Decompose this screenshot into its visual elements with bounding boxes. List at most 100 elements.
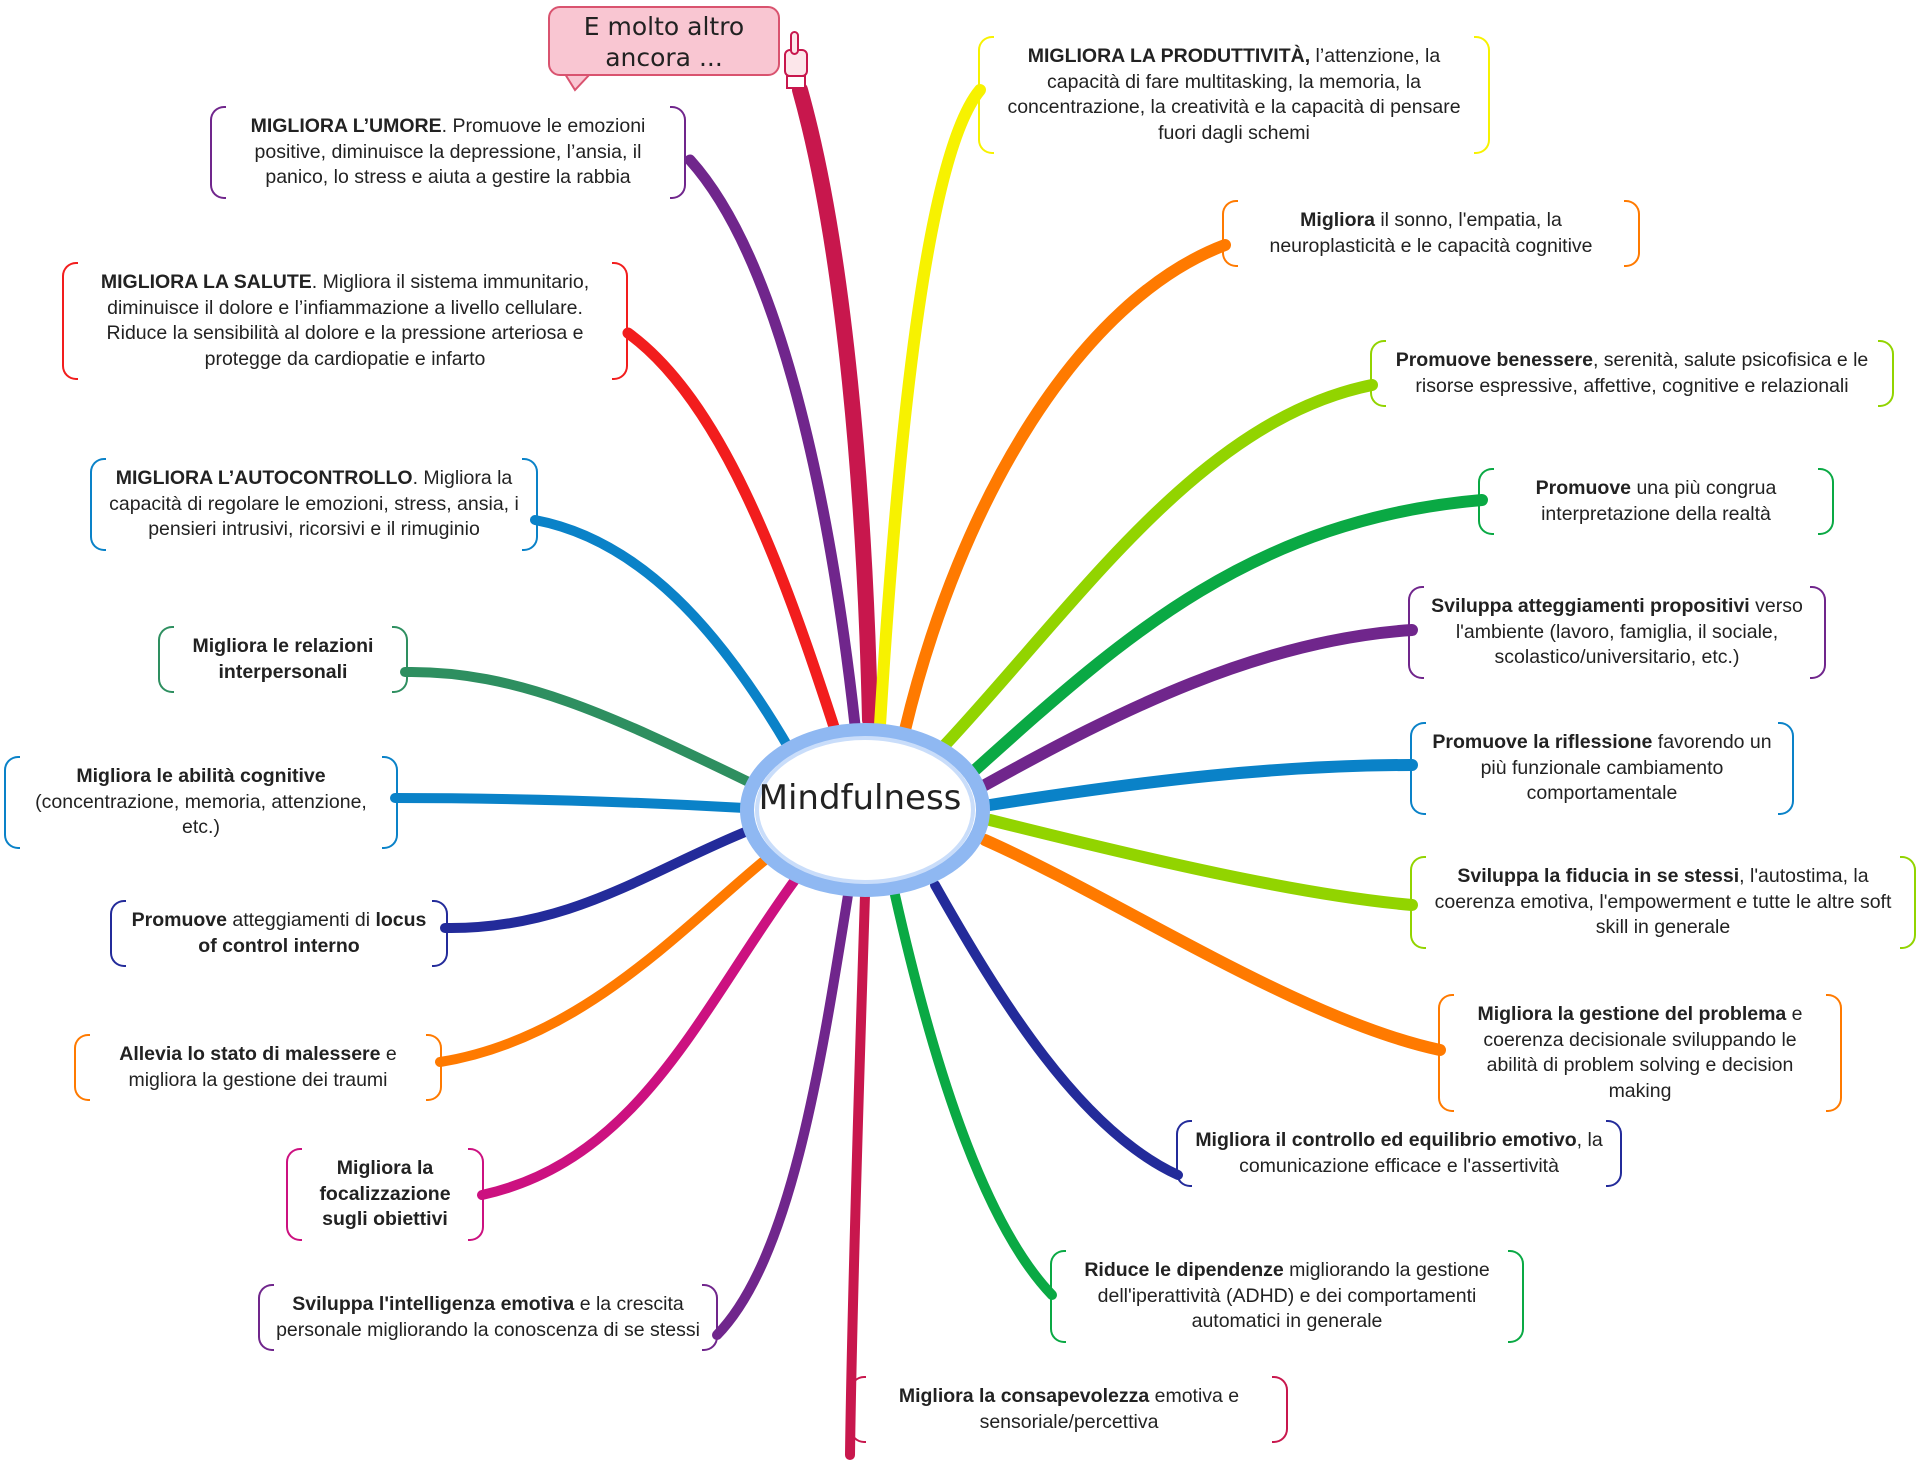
node-bracket-left bbox=[1478, 468, 1494, 535]
branch-riflessione bbox=[984, 759, 1418, 811]
node-bracket-right bbox=[1624, 200, 1640, 267]
branch-umore bbox=[684, 154, 861, 731]
node-text: MIGLIORA LA PRODUTTIVITÀ, l’attenzione, … bbox=[1007, 45, 1460, 144]
node-bold-text: Sviluppa l'intelligenza emotiva bbox=[292, 1293, 575, 1315]
node-bold-text: MIGLIORA LA PRODUTTIVITÀ, bbox=[1027, 45, 1311, 67]
node-text: Migliora la focalizzazione sugli obietti… bbox=[319, 1157, 450, 1230]
node-bracket-right bbox=[1272, 1376, 1288, 1443]
node-bracket-right bbox=[382, 756, 398, 849]
node-text: MIGLIORA L’AUTOCONTROLLO. Migliora la ca… bbox=[109, 467, 519, 540]
node-bracket-left bbox=[110, 900, 126, 967]
node-body-text: . Migliora il sistema immunitario, dimin… bbox=[106, 271, 590, 370]
branch-callout bbox=[792, 82, 878, 728]
branch-intelligenza bbox=[712, 890, 853, 1340]
node-body-text: , l'autostima, la coerenza emotiva, l'em… bbox=[1434, 865, 1892, 938]
node-bold-text: Migliora bbox=[1300, 209, 1375, 231]
pointing-hand-icon bbox=[784, 31, 808, 89]
node-text: MIGLIORA LA SALUTE. Migliora il sistema … bbox=[101, 271, 589, 370]
node-text: Sviluppa la fiducia in se stessi, l'auto… bbox=[1435, 865, 1892, 938]
node-bracket-left bbox=[4, 756, 20, 849]
node-bracket-right bbox=[702, 1284, 718, 1351]
node-salute: MIGLIORA LA SALUTE. Migliora il sistema … bbox=[62, 262, 628, 380]
node-body-text: e coerenza decisionale sviluppando le ab… bbox=[1483, 1003, 1803, 1102]
node-bracket-right bbox=[392, 626, 408, 693]
node-bracket-left bbox=[258, 1284, 274, 1351]
callout-pointer bbox=[563, 73, 593, 92]
node-bracket-left bbox=[90, 458, 106, 551]
node-text: Riduce le dipendenze migliorando la gest… bbox=[1084, 1259, 1489, 1332]
node-bold-text: Migliora le abilità cognitive bbox=[76, 765, 326, 787]
node-text: Migliora le abilità cognitive (concentra… bbox=[35, 765, 367, 838]
node-bold-text: Riduce le dipendenze bbox=[1084, 1259, 1284, 1281]
node-bracket-left bbox=[1408, 586, 1424, 679]
node-locus: Promuove atteggiamenti di locus of contr… bbox=[110, 900, 448, 967]
node-bold-text: Allevia lo stato di malessere bbox=[119, 1043, 381, 1065]
node-obiettivi: Migliora la focalizzazione sugli obietti… bbox=[286, 1148, 484, 1241]
node-text: Sviluppa l'intelligenza emotiva e la cre… bbox=[276, 1293, 700, 1341]
node-body-text: il sonno, l'empatia, la neuroplasticità … bbox=[1269, 209, 1593, 257]
node-bracket-left bbox=[1050, 1250, 1066, 1343]
node-bold-text: Migliora il controllo ed equilibrio emot… bbox=[1195, 1129, 1577, 1151]
callout-more: E molto altro ancora ... bbox=[548, 6, 780, 76]
node-bold-text: Migliora la gestione del problema bbox=[1477, 1003, 1787, 1025]
branch-benessere bbox=[939, 379, 1378, 751]
node-bracket-left bbox=[1176, 1120, 1192, 1187]
node-bold-text: Migliora la consapevolezza bbox=[898, 1385, 1150, 1407]
node-propositivi: Sviluppa atteggiamenti propositivi verso… bbox=[1408, 586, 1826, 679]
node-autocontrollo: MIGLIORA L’AUTOCONTROLLO. Migliora la ca… bbox=[90, 458, 538, 551]
node-cognitive: Migliora le abilità cognitive (concentra… bbox=[4, 756, 398, 849]
node-bracket-left bbox=[1410, 856, 1426, 949]
node-malessere: Allevia lo stato di malessere e migliora… bbox=[74, 1034, 442, 1101]
branch-sonno bbox=[899, 239, 1231, 736]
node-bracket-left bbox=[62, 262, 78, 380]
node-equilibrio: Migliora il controllo ed equilibrio emot… bbox=[1176, 1120, 1622, 1187]
node-text: Promuove benessere, serenità, salute psi… bbox=[1396, 349, 1869, 397]
node-bracket-left bbox=[1370, 340, 1386, 407]
callout-line2: ancora ... bbox=[605, 43, 723, 72]
node-bracket-right bbox=[522, 458, 538, 551]
node-body-text: , la comunicazione efficace e l'assertiv… bbox=[1239, 1129, 1603, 1177]
node-body-text: atteggiamenti di bbox=[226, 909, 376, 931]
node-bracket-right bbox=[1508, 1250, 1524, 1343]
node-bold-text: Promuove bbox=[131, 909, 227, 931]
node-bracket-right bbox=[1778, 722, 1794, 815]
branch-produttivita bbox=[874, 84, 986, 731]
node-intelligenza: Sviluppa l'intelligenza emotiva e la cre… bbox=[258, 1284, 718, 1351]
node-bracket-right bbox=[426, 1034, 442, 1101]
node-text: Promuove la riflessione favorendo un più… bbox=[1432, 731, 1771, 804]
node-bold-text: MIGLIORA L’UMORE bbox=[250, 115, 442, 137]
branch-autocontrollo bbox=[530, 515, 795, 755]
callout-line1: E molto altro bbox=[583, 12, 745, 41]
node-bold-text: Migliora le relazioni interpersonali bbox=[192, 635, 374, 683]
node-bracket-left bbox=[210, 106, 226, 199]
node-problema: Migliora la gestione del problema e coer… bbox=[1438, 994, 1842, 1112]
node-bracket-left bbox=[978, 36, 994, 154]
node-text: Migliora la gestione del problema e coer… bbox=[1477, 1003, 1802, 1102]
node-dipendenze: Riduce le dipendenze migliorando la gest… bbox=[1050, 1250, 1524, 1343]
node-body-text: . Promuove le emozioni positive, diminui… bbox=[254, 115, 646, 188]
node-bracket-right bbox=[670, 106, 686, 199]
branch-locus bbox=[440, 825, 755, 934]
center-title: Mindfulness bbox=[758, 778, 962, 818]
branch-realta bbox=[969, 494, 1488, 776]
node-bracket-left bbox=[286, 1148, 302, 1241]
node-text: Allevia lo stato di malessere e migliora… bbox=[119, 1043, 396, 1091]
node-bold-text: MIGLIORA LA SALUTE bbox=[100, 271, 312, 293]
node-body-text: e migliora la gestione dei traumi bbox=[128, 1043, 397, 1091]
node-text: Promuove una più congrua interpretazione… bbox=[1536, 477, 1777, 525]
branch-problema bbox=[979, 834, 1446, 1056]
node-bold-text: Promuove bbox=[1535, 477, 1632, 499]
node-text: Migliora le relazioni interpersonali bbox=[193, 635, 374, 683]
node-bracket-right bbox=[612, 262, 628, 380]
node-bold-text: Sviluppa atteggiamenti propositivi bbox=[1431, 595, 1750, 617]
node-body-text: verso l'ambiente (lavoro, famiglia, il s… bbox=[1455, 595, 1803, 668]
branch-dipendenze bbox=[890, 890, 1057, 1300]
node-bracket-right bbox=[1878, 340, 1894, 407]
node-body-text: migliorando la gestione dell'iperattivit… bbox=[1097, 1259, 1490, 1332]
node-realta: Promuove una più congrua interpretazione… bbox=[1478, 468, 1834, 535]
node-body-text: l’attenzione, la capacità di fare multit… bbox=[1007, 45, 1461, 144]
branch-relazioni bbox=[400, 666, 760, 790]
node-produttivita: MIGLIORA LA PRODUTTIVITÀ, l’attenzione, … bbox=[978, 36, 1490, 154]
branch-malessere bbox=[435, 855, 770, 1067]
branch-equilibrio bbox=[930, 880, 1183, 1180]
